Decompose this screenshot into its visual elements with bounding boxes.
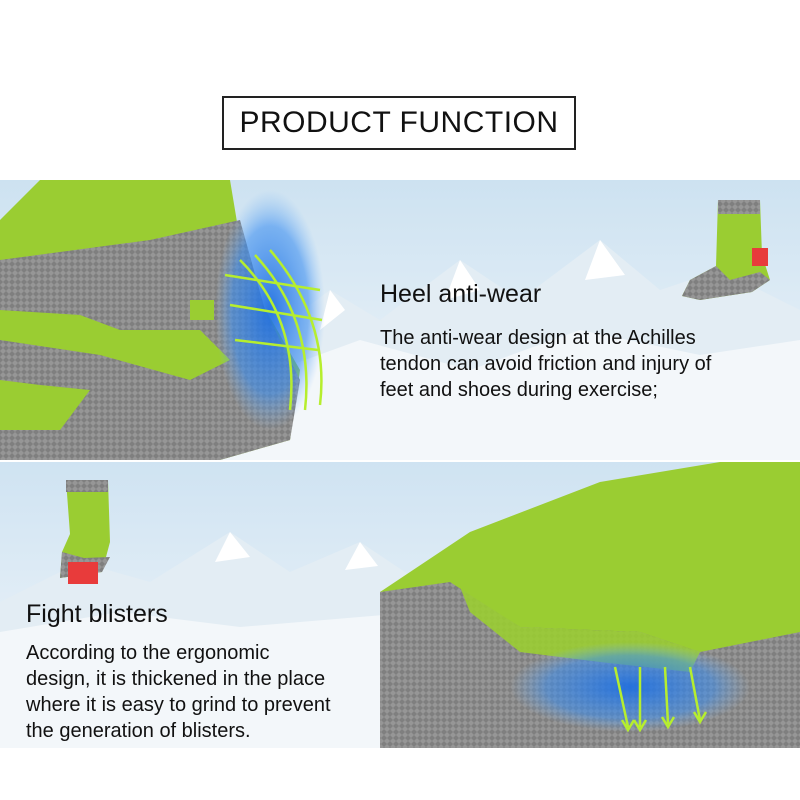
heel-feature-panel: Heel anti-wear The anti-wear design at t… — [0, 180, 800, 460]
sock-heel-closeup — [0, 180, 325, 460]
feature-heading: Fight blisters — [26, 600, 168, 628]
feature-description: The anti-wear design at the Achilles ten… — [380, 325, 711, 403]
description-line: design, it is thickened in the place — [26, 668, 326, 690]
description-line: where it is easy to grind to prevent — [26, 694, 331, 716]
pressure-arrows — [613, 666, 708, 733]
sock-thumbnail — [682, 200, 770, 300]
heel-arc-lines — [224, 249, 323, 411]
sock-forefoot-closeup — [380, 462, 800, 748]
blister-feature-illustration — [0, 462, 800, 748]
page-title: PRODUCT FUNCTION — [222, 96, 576, 150]
description-line: According to the ergonomic — [26, 642, 270, 664]
feature-description: According to the ergonomic design, it is… — [26, 640, 331, 744]
description-line: feet and shoes during exercise; — [380, 379, 658, 401]
sole-marker — [68, 562, 98, 584]
description-line: tendon can avoid friction and injury of — [380, 353, 712, 375]
blister-feature-panel: Fight blisters According to the ergonomi… — [0, 462, 800, 748]
feature-heading: Heel anti-wear — [380, 280, 542, 308]
description-line: The anti-wear design at the Achilles — [380, 327, 696, 349]
heel-feature-illustration — [0, 180, 800, 460]
description-line: the generation of blisters. — [26, 720, 251, 742]
sock-thumbnail — [60, 480, 110, 584]
heel-marker — [752, 248, 768, 266]
